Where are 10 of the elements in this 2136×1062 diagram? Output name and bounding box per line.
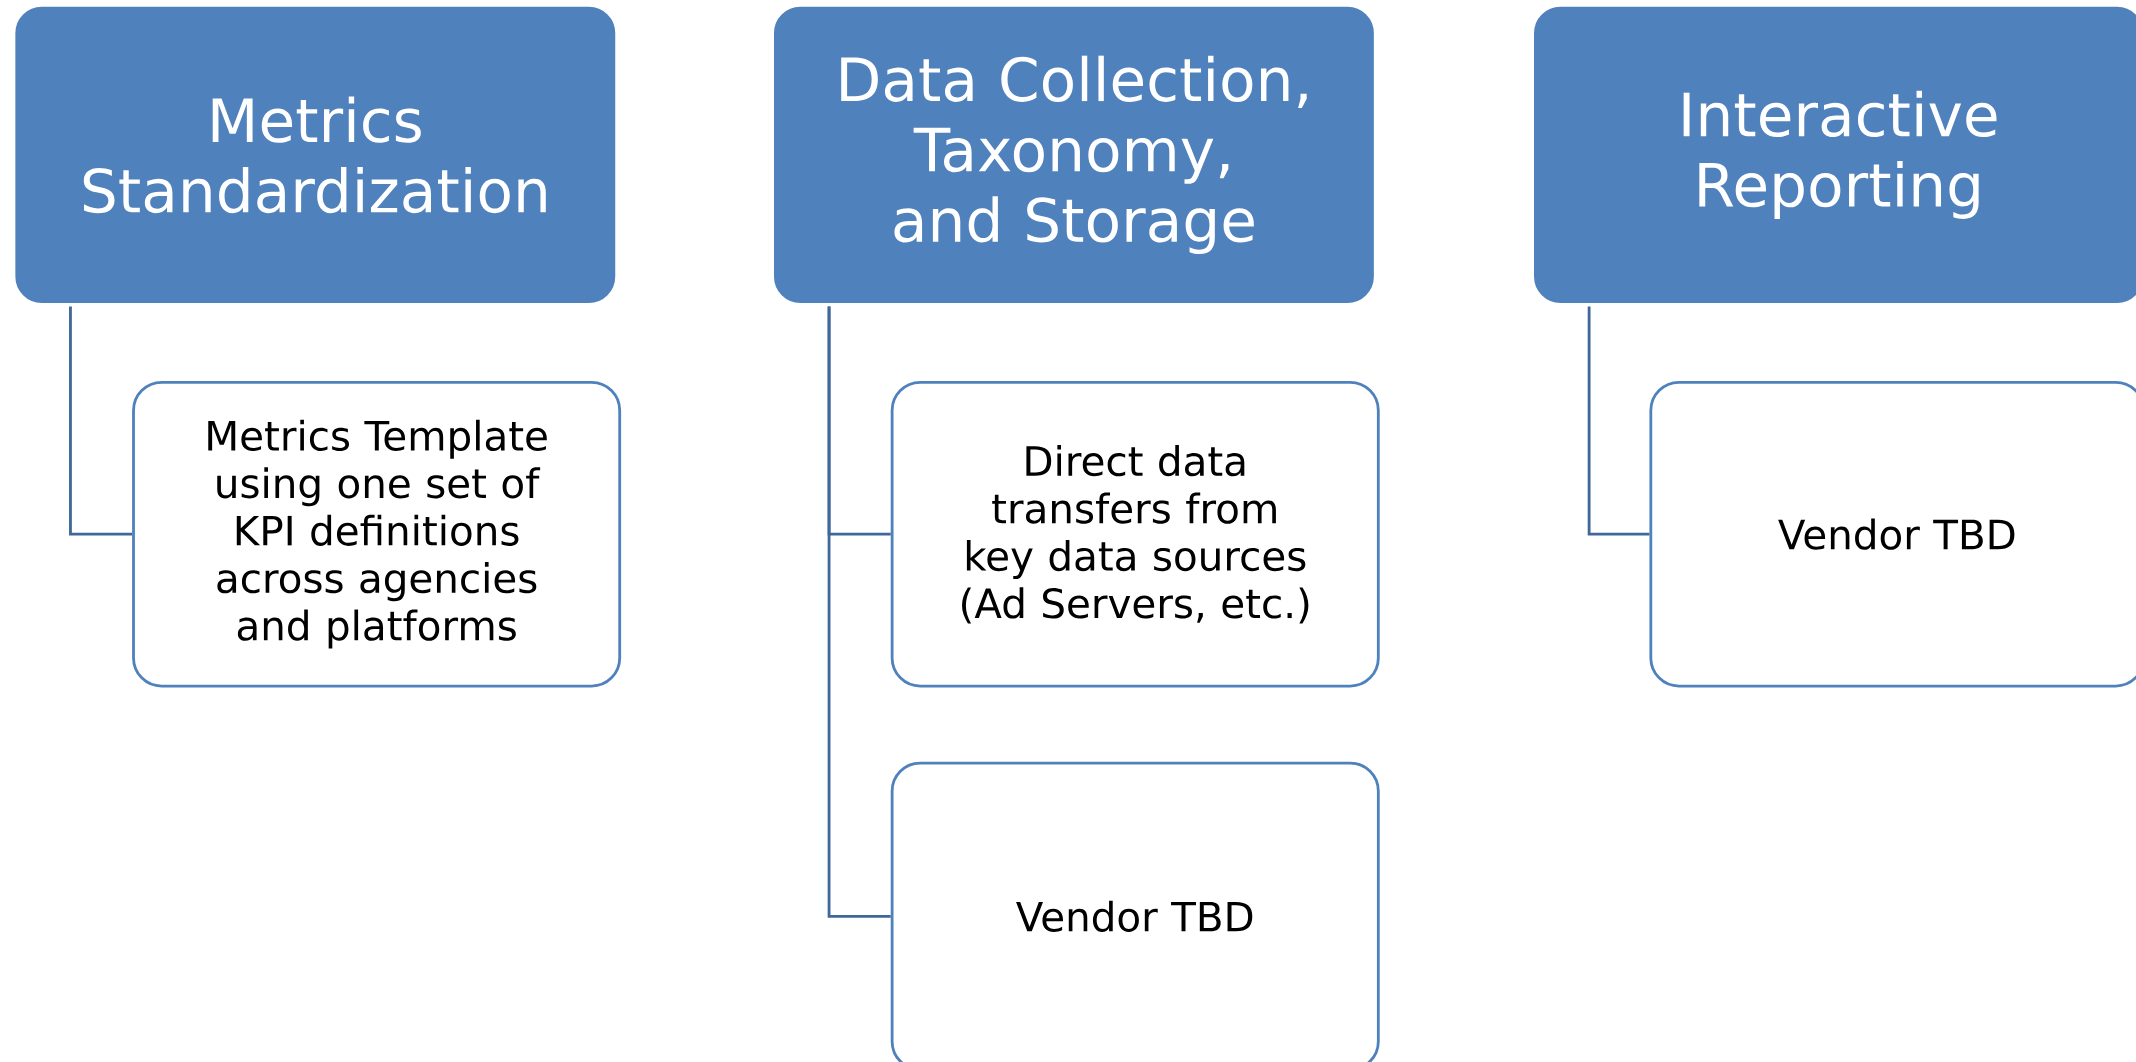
- content-box: Metrics Template using one set of KPI definitions across agencies and platforms: [132, 380, 622, 688]
- connector-line: [827, 306, 891, 918]
- header-box: Metrics Standardization: [11, 3, 619, 307]
- content-box: Direct data transfers from key data sources (Ad Servers, etc.): [890, 380, 1380, 688]
- header-box: Interactive Reporting: [1530, 3, 2136, 307]
- header-box: Data Collection, Taxonomy, and Storage: [770, 3, 1378, 307]
- connector-line: [69, 306, 133, 536]
- content-box: Vendor TBD: [1649, 380, 2136, 688]
- connector-line: [1587, 306, 1650, 536]
- content-box: Vendor TBD: [890, 761, 1380, 1062]
